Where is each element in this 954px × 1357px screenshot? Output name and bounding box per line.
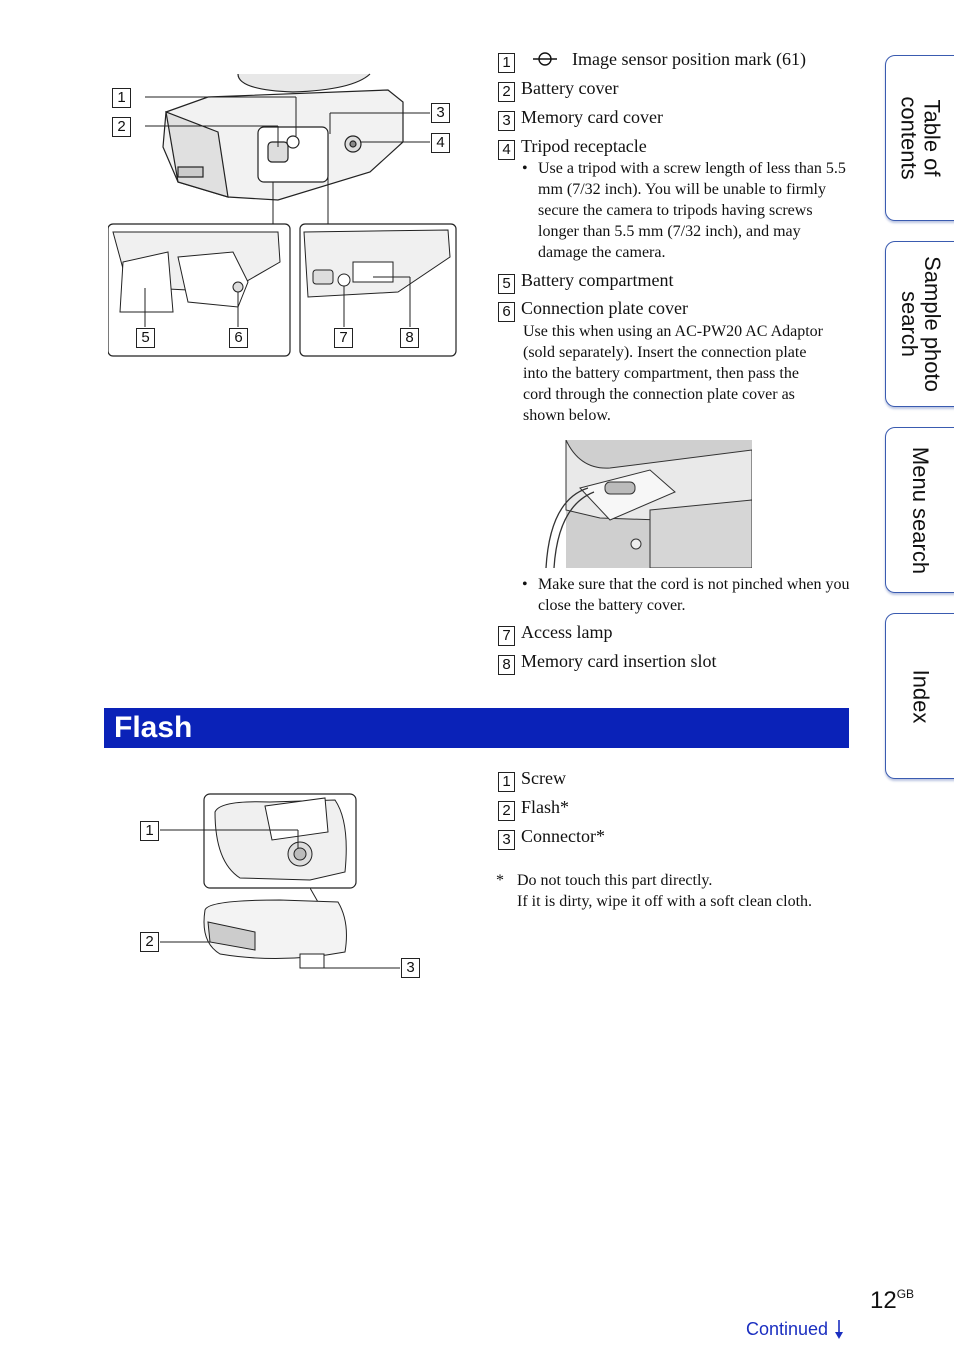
continued-link[interactable]: Continued (746, 1318, 845, 1340)
part-item-3: 3 Memory card cover (498, 106, 663, 131)
footnote-line-1: Do not touch this part directly. (517, 872, 713, 889)
callout-7: 7 (334, 328, 353, 348)
part-number: 7 (498, 626, 515, 646)
flash-item-1: 1 Screw (498, 767, 566, 792)
part-label: Screw (521, 768, 566, 788)
part-number: 5 (498, 274, 515, 294)
part-item-8: 8 Memory card insertion slot (498, 650, 716, 675)
part-number: 6 (498, 302, 515, 322)
camera-bottom-illustration (107, 72, 458, 362)
callout-1: 1 (112, 88, 131, 108)
callout-5: 5 (136, 328, 155, 348)
tab-label: Table of (920, 99, 946, 177)
tab-label: contents (897, 96, 923, 180)
part-label: Connector* (521, 826, 605, 846)
callout-6: 6 (229, 328, 248, 348)
part-label: Battery compartment (521, 270, 674, 290)
tab-index[interactable]: Index (885, 613, 954, 779)
connection-plate-illustration (540, 439, 753, 569)
callout-3: 3 (431, 103, 450, 123)
footnote-line-2: If it is dirty, wipe it off with a soft … (517, 893, 813, 910)
part-label: Memory card cover (521, 107, 663, 127)
part-item-6: 6 Connection plate cover (498, 297, 688, 322)
tab-label: search (897, 290, 923, 358)
flash-item-2: 2 Flash* (498, 796, 569, 821)
flash-callout-1: 1 (140, 821, 159, 841)
part-item-2: 2 Battery cover (498, 77, 618, 102)
part-label: Flash* (521, 797, 570, 817)
part-item-5: 5 Battery compartment (498, 269, 673, 294)
part-label: Battery cover (521, 78, 619, 98)
tab-menu-search[interactable]: Menu search (885, 427, 954, 593)
part-number: 3 (498, 111, 515, 131)
part-item-7: 7 Access lamp (498, 621, 612, 646)
part-number: 2 (498, 82, 515, 102)
bullet: • (522, 160, 528, 177)
part-number: 3 (498, 830, 515, 850)
connection-plate-description: Use this when using an AC-PW20 AC Adapto… (523, 323, 823, 424)
tab-label: Menu search (908, 446, 934, 574)
down-arrow-icon (833, 1318, 845, 1340)
tab-label: Index (908, 669, 934, 723)
part-label: Connection plate cover (521, 298, 688, 318)
callout-4: 4 (431, 133, 450, 153)
part-number: 4 (498, 140, 515, 160)
part-number: 2 (498, 801, 515, 821)
flash-callout-3: 3 (401, 958, 420, 978)
page-number: 12GB (870, 1287, 915, 1314)
image-sensor-mark-icon (532, 50, 558, 68)
footnote-mark: * (496, 872, 504, 889)
cord-note: Make sure that the cord is not pinched w… (538, 576, 850, 614)
continued-label: Continued (746, 1319, 829, 1339)
bullet: • (522, 576, 528, 593)
part-number: 1 (498, 772, 515, 792)
flash-item-3: 3 Connector* (498, 825, 605, 850)
callout-8: 8 (400, 328, 419, 348)
section-header-flash: Flash (104, 708, 849, 748)
part-number: 8 (498, 655, 515, 675)
tab-label: Sample photo (920, 256, 946, 392)
part-number: 1 (498, 53, 515, 73)
part-item-1: 1 Image sensor position mark (61) (498, 48, 806, 73)
page-suffix: GB (896, 1287, 915, 1301)
part-label: Access lamp (521, 622, 613, 642)
section-title: Flash (114, 711, 193, 744)
part-label: Image sensor position mark (61) (572, 49, 806, 69)
callout-2: 2 (112, 117, 131, 137)
flash-illustration (158, 792, 400, 982)
part-label: Tripod receptacle (521, 136, 647, 156)
part-item-4: 4 Tripod receptacle (498, 135, 647, 160)
tripod-note: Use a tripod with a screw length of less… (538, 160, 846, 261)
flash-callout-2: 2 (140, 932, 159, 952)
part-label: Memory card insertion slot (521, 651, 717, 671)
